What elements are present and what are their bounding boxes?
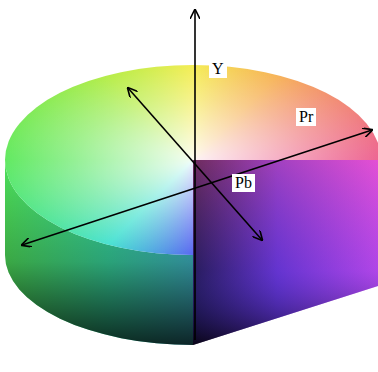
pb-axis	[128, 88, 262, 240]
cut-face	[193, 160, 378, 345]
cut-face-shading	[193, 160, 378, 345]
axis-label: Pb	[232, 174, 255, 192]
y-axis	[194, 10, 196, 340]
pr-axis	[22, 130, 372, 245]
axis-label: Pr	[296, 108, 316, 126]
axis-label: Y	[209, 60, 227, 78]
